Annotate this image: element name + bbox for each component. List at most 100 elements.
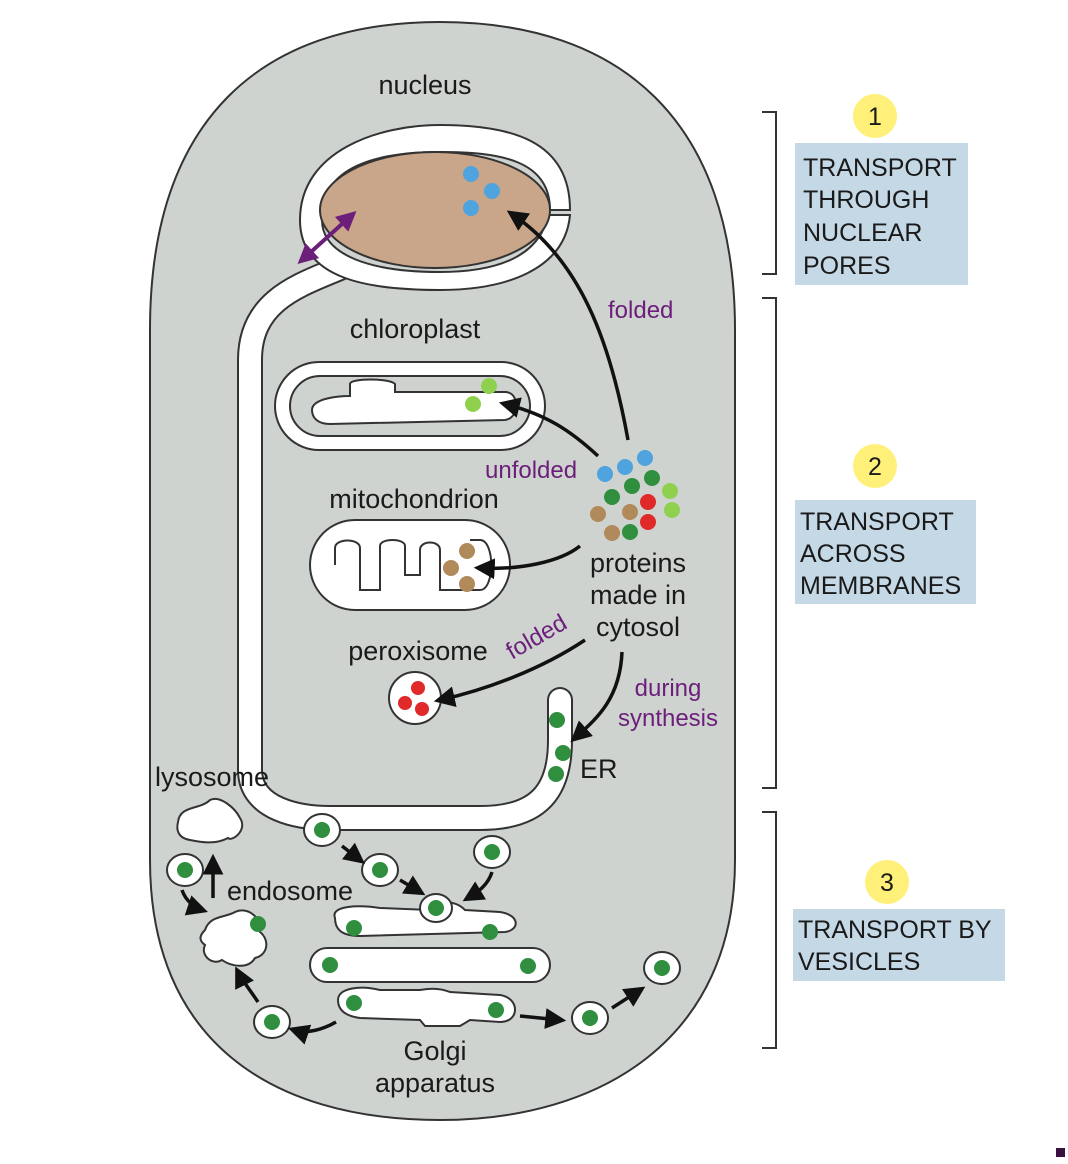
protein-dot xyxy=(428,900,444,916)
arrow-to-chloroplast xyxy=(498,397,600,458)
er-network xyxy=(237,255,573,831)
protein-dot xyxy=(463,200,479,216)
proteins xyxy=(177,166,680,1030)
label-proteins-1: proteins xyxy=(590,548,686,578)
step-2-line-3: MEMBRANES xyxy=(800,572,961,600)
label-peroxisome: peroxisome xyxy=(348,636,488,666)
protein-dot xyxy=(622,524,638,540)
step-3-box xyxy=(793,909,1005,981)
protein-dot xyxy=(411,681,425,695)
protein-dot xyxy=(484,183,500,199)
mitochondrion xyxy=(309,519,511,611)
step-3: 3 TRANSPORT BY VESICLES xyxy=(793,860,1005,981)
protein-dot xyxy=(604,525,620,541)
protein-dot xyxy=(372,862,388,878)
arrow-to-mitochondrion xyxy=(473,544,582,580)
protein-dot xyxy=(482,924,498,940)
label-endosome: endosome xyxy=(227,876,353,906)
step-1-line-4: PORES xyxy=(803,252,891,280)
label-nucleus: nucleus xyxy=(378,70,471,100)
step-2-number: 2 xyxy=(868,453,882,481)
protein-dot xyxy=(322,957,338,973)
step-2-line-1: TRANSPORT xyxy=(800,508,954,536)
vesicles xyxy=(166,813,681,1039)
arrow-vesicle-to-endosome xyxy=(180,889,208,916)
step-1-line-1: TRANSPORT xyxy=(803,154,957,182)
protein-dot xyxy=(548,766,564,782)
golgi-apparatus xyxy=(309,901,551,1027)
protein-dot xyxy=(662,483,678,499)
arrow-golgi-to-vesicle xyxy=(288,1020,337,1045)
chloroplast xyxy=(274,361,546,451)
protein-dot xyxy=(644,470,660,486)
arrow-to-er xyxy=(570,651,624,743)
label-synthesis: synthesis xyxy=(618,705,718,732)
nuclear-pore-arrow xyxy=(297,210,357,265)
arrow-er-vesicle-1 xyxy=(340,842,365,864)
label-lysosome: lysosome xyxy=(155,762,269,792)
protein-dot xyxy=(463,166,479,182)
protein-dot xyxy=(549,712,565,728)
protein-dot xyxy=(415,702,429,716)
protein-dot xyxy=(481,378,497,394)
step-2: 2 TRANSPORT ACROSS MEMBRANES xyxy=(795,444,976,604)
arrow-er-vesicle-2 xyxy=(399,875,426,896)
label-unfolded: unfolded xyxy=(485,457,577,484)
protein-dot xyxy=(654,960,670,976)
label-golgi-2: apparatus xyxy=(375,1068,495,1098)
arrow-vesicle-to-endosome-2 xyxy=(235,966,260,1003)
step-3-number: 3 xyxy=(880,869,894,897)
label-proteins-2: made in xyxy=(590,580,686,610)
step-2-box xyxy=(795,500,976,604)
lysosome xyxy=(176,797,244,844)
protein-dot xyxy=(604,489,620,505)
protein-dot xyxy=(346,920,362,936)
protein-dot xyxy=(520,958,536,974)
label-mitochondrion: mitochondrion xyxy=(329,484,499,514)
step-1-line-2: THROUGH xyxy=(803,186,929,214)
protein-dot xyxy=(250,916,266,932)
step-1: 1 TRANSPORT THROUGH NUCLEAR PORES xyxy=(795,94,968,285)
arrow-er-vesicle-3 xyxy=(462,871,494,902)
protein-dot xyxy=(637,450,653,466)
label-golgi-1: Golgi xyxy=(403,1036,466,1066)
label-during: during xyxy=(635,675,702,702)
protein-dot xyxy=(555,745,571,761)
protein-dot xyxy=(582,1010,598,1026)
arrow-golgi-to-secretory xyxy=(519,1008,567,1029)
protein-dot xyxy=(597,466,613,482)
step-1-number: 1 xyxy=(868,103,882,131)
protein-dot xyxy=(590,506,606,522)
bracket-3 xyxy=(762,811,777,1049)
step-1-badge xyxy=(853,94,897,138)
step-1-box xyxy=(795,143,968,285)
protein-dot xyxy=(617,459,633,475)
protein-dot xyxy=(459,543,475,559)
peroxisome xyxy=(388,671,442,725)
nucleus-interior xyxy=(319,151,551,269)
corner-mark xyxy=(1056,1148,1065,1157)
arrow-to-nucleus xyxy=(506,210,630,441)
label-er: ER xyxy=(580,754,618,784)
protein-dot xyxy=(488,1002,504,1018)
protein-dot xyxy=(346,995,362,1011)
step-3-line-2: VESICLES xyxy=(798,948,920,976)
step-2-line-2: ACROSS xyxy=(800,540,906,568)
protein-dot xyxy=(465,396,481,412)
protein-dot xyxy=(640,494,656,510)
protein-dot xyxy=(264,1014,280,1030)
bracket-1 xyxy=(762,111,777,275)
nucleus xyxy=(298,123,572,292)
label-chloroplast: chloroplast xyxy=(350,314,481,344)
protein-dot xyxy=(314,822,330,838)
protein-dot xyxy=(177,862,193,878)
transport-arrows xyxy=(180,210,646,1045)
endosome xyxy=(199,909,268,967)
arrow-to-plasma-membrane xyxy=(611,986,646,1010)
protein-dot xyxy=(640,514,656,530)
brackets xyxy=(762,111,777,1049)
bracket-2 xyxy=(762,297,777,789)
step-3-line-1: TRANSPORT BY xyxy=(798,916,992,944)
protein-dot xyxy=(622,504,638,520)
